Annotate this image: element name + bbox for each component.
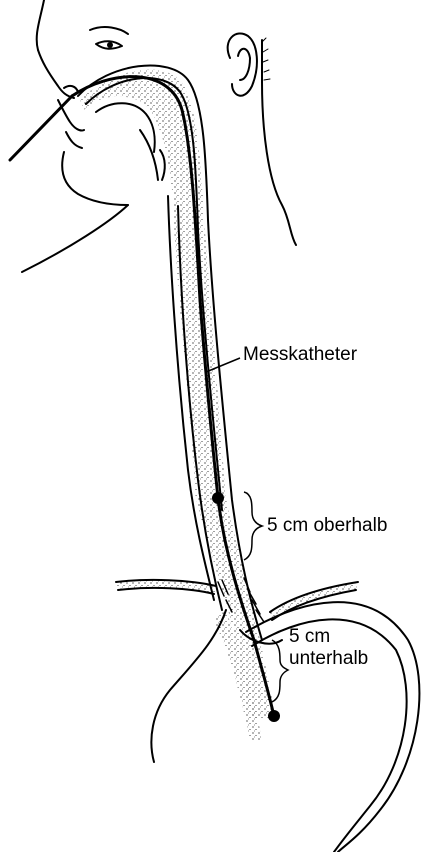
epiglottis [160, 150, 165, 180]
head-profile [22, 0, 128, 272]
sensor-upper [212, 492, 224, 504]
hair-stubble [262, 38, 270, 80]
lower-lip [66, 132, 82, 148]
ear-inner [238, 49, 250, 80]
neck-front [22, 205, 128, 272]
neck-back-line [262, 82, 296, 245]
neck-back [228, 33, 296, 245]
bracket-above [244, 492, 262, 560]
nostril [64, 86, 78, 92]
lesser-curve [151, 610, 226, 762]
bracket-below [272, 640, 288, 702]
pupil [107, 42, 113, 48]
sensor-lower [268, 710, 280, 722]
above-label: 5 cm oberhalb [267, 515, 387, 537]
eyebrow [90, 27, 128, 34]
chin-outline [62, 152, 128, 205]
catheter-external [10, 96, 72, 160]
below-label: 5 cm unterhalb [289, 626, 368, 670]
nose-outline [38, 50, 74, 98]
tongue-curve [96, 103, 155, 152]
catheter-label: Messkatheter [243, 344, 357, 366]
forehead-outline [37, 0, 44, 50]
below-label-line1: 5 cm [289, 626, 368, 648]
stomach [151, 602, 419, 852]
below-label-line2: unterhalb [289, 648, 368, 670]
ear-outline [228, 33, 257, 95]
